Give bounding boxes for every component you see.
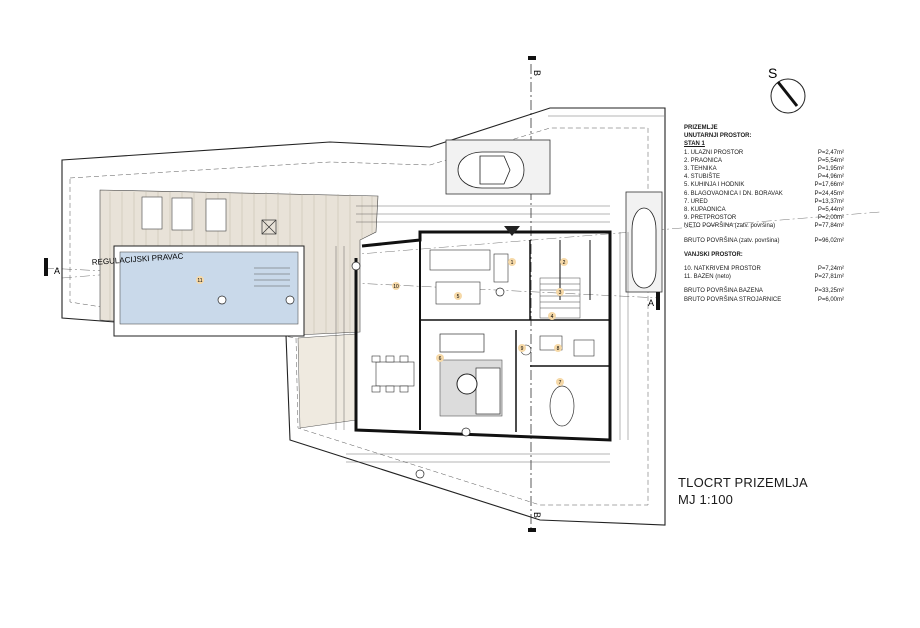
room-number: 7 — [559, 380, 562, 386]
legend-net-area: NETO POVRŠINA (zatv. površina)P=77,84m² — [684, 223, 844, 230]
staircase — [539, 277, 581, 319]
section-label-a-right: A — [648, 298, 654, 308]
pool-steps — [254, 267, 290, 287]
entrance-arrow-icon — [504, 226, 520, 236]
drawing-title: TLOCRT PRIZEMLJA MJ 1:100 — [678, 474, 808, 508]
north-arrow-icon — [776, 81, 799, 107]
covered-area-hatch — [297, 333, 357, 429]
legend-exterior-heading: VANJSKI PROSTOR: — [684, 251, 743, 258]
room-number: 3 — [559, 290, 562, 296]
pool-water — [119, 251, 299, 325]
area-legend: PRIZEMLJE UNUTARNJI PROSTOR: STAN 1 1. U… — [684, 124, 844, 304]
sun-loungers — [141, 196, 227, 232]
car-icon — [631, 207, 657, 289]
coffee-table — [456, 373, 478, 395]
legend-interior-heading: UNUTARNJI PROSTOR: — [684, 133, 752, 140]
dining-table — [371, 355, 415, 393]
section-markers — [44, 56, 660, 532]
house-walls — [354, 230, 612, 442]
planter-box — [261, 219, 277, 235]
level-markers — [217, 261, 505, 479]
legend-unit: STAN 1 — [684, 141, 705, 148]
room-number: 11 — [197, 278, 202, 284]
room-number: 5 — [457, 294, 460, 300]
section-label-b-top: B — [532, 70, 542, 76]
north-arrow-label: S — [768, 65, 777, 81]
dimension-lines — [335, 115, 664, 463]
office-desk — [549, 385, 575, 427]
room-number: 9 — [521, 346, 524, 352]
room-number: 4 — [551, 314, 554, 320]
legend-heading: PRIZEMLJE — [684, 125, 718, 131]
regulation-line — [61, 211, 881, 279]
room-number: 2 — [563, 260, 566, 266]
section-label-b-bottom: B — [532, 512, 542, 518]
car-icon — [457, 151, 525, 189]
drawing-title-name: TLOCRT PRIZEMLJA — [678, 475, 808, 490]
room-number: 8 — [557, 346, 560, 352]
legend-gross-area: BRUTO POVRŠINA (zatv. površina)P=96,02m² — [684, 237, 844, 244]
room-number: 10 — [393, 284, 399, 290]
kitchen-units — [429, 249, 509, 305]
room-markers: 1 2 3 4 5 6 7 8 9 10 11 — [196, 258, 568, 386]
room-number: 1 — [511, 260, 514, 266]
drawing-scale: MJ 1:100 — [678, 492, 734, 507]
room-number: 6 — [439, 356, 442, 362]
section-label-a-left: A — [54, 266, 60, 276]
sofa — [439, 333, 501, 415]
legend-row: 11. BAZEN (neto)P=27,81m² — [684, 274, 844, 281]
